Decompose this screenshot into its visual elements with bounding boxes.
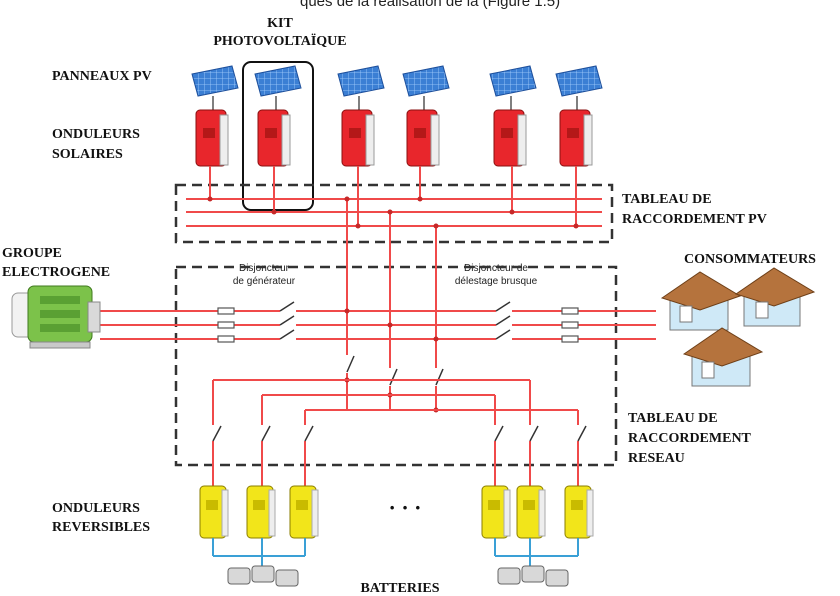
kit-highlight-box [242, 61, 314, 211]
battery-bank-right [497, 565, 569, 587]
pv-kit-6 [555, 65, 603, 229]
shedding-breaker-label: Disjoncteur de [464, 263, 528, 274]
pv-board-label-2: RACCORDEMENT PV [622, 212, 767, 227]
battery-icon [521, 565, 545, 583]
pv-kit-2 [254, 65, 302, 215]
grid-board-label: TABLEAU DE [628, 411, 718, 426]
solar-panel-icon [337, 65, 385, 97]
reversible-inverter-icon [199, 485, 229, 539]
batteries-label: BATTERIES [360, 581, 439, 596]
pv-kit-4 [402, 65, 450, 202]
grid-board-label-2: RACCORDEMENT [628, 431, 752, 446]
pv-kit-5 [489, 65, 537, 215]
battery-icon [251, 565, 275, 583]
battery-bank-left [227, 565, 299, 587]
pv-bus-lines [186, 198, 602, 227]
consumer-fuses [561, 307, 579, 343]
generator-icon [11, 285, 101, 349]
pv-kit-1 [191, 65, 239, 202]
house-icon [660, 271, 742, 331]
gen-breaker-label: Disjoncteur [239, 263, 290, 274]
reversible-inverters [199, 485, 594, 539]
kit-label: KIT [267, 16, 293, 31]
battery-icon [497, 567, 521, 585]
grid-board-label-3: RESEAU [628, 451, 685, 466]
generator-breaker-switch [279, 301, 296, 345]
kit-label-2: PHOTOVOLTAÏQUE [213, 33, 346, 49]
reversible-inverter-breakers [206, 425, 587, 442]
pv-board-frame [174, 183, 614, 244]
house-icon [734, 267, 816, 327]
reversible-inverter-icon [564, 485, 594, 539]
generator-fuses [217, 307, 235, 343]
pv-board-label: TABLEAU DE [622, 192, 712, 207]
solar-inverters-label: ONDULEURS [52, 127, 140, 142]
panels-label: PANNEAUX PV [52, 69, 152, 84]
solar-kit-array [191, 65, 603, 229]
solar-panel-icon [555, 65, 603, 97]
reversible-inverter-icon [289, 485, 319, 539]
grid-board-frame [174, 265, 618, 467]
battery-icon [275, 569, 299, 587]
solar-panel-icon [489, 65, 537, 97]
gen-breaker-label-2: de générateur [233, 276, 296, 287]
generator-label-2: ELECTROGENE [2, 265, 110, 280]
more-inverters-ellipsis: · · · [388, 495, 421, 520]
battery-links [212, 538, 579, 568]
battery-icon [545, 569, 569, 587]
solar-inverters-label-2: SOLAIRES [52, 147, 123, 162]
figure-caption: ques de la réalisation de la (Figure 1.5… [300, 0, 560, 10]
reversible-inverters-label: ONDULEURS [52, 501, 140, 516]
battery-bus-switches [341, 355, 444, 386]
consumer-houses [660, 267, 816, 387]
solar-panel-icon [191, 65, 239, 97]
reversible-inverter-icon [481, 485, 511, 539]
pv-kit-3 [337, 65, 385, 229]
shedding-breaker-label-2: délestage brusque [455, 276, 538, 287]
generator-label: GROUPE [2, 246, 62, 261]
solar-panel-icon [254, 65, 302, 97]
solar-panel-icon [402, 65, 450, 97]
shedding-breaker-switch [495, 301, 512, 345]
reversible-inverter-icon [246, 485, 276, 539]
battery-icon [227, 567, 251, 585]
reversible-inverters-label-2: REVERSIBLES [52, 520, 150, 535]
consumers-label: CONSOMMATEURS [684, 252, 816, 267]
reversible-inverter-icon [516, 485, 546, 539]
house-icon [682, 327, 764, 387]
